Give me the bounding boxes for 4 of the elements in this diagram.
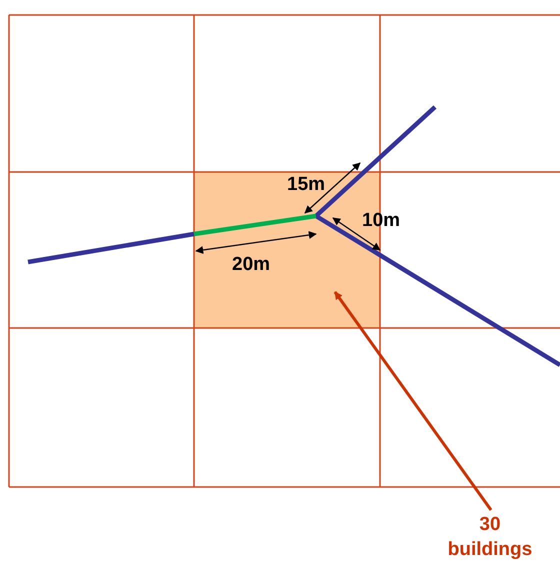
dimension-label: 20m: [232, 255, 270, 274]
leader-arrow: [334, 291, 492, 511]
dimension-label: 15m: [287, 175, 326, 194]
callout-text: 30 buildings: [446, 513, 534, 562]
